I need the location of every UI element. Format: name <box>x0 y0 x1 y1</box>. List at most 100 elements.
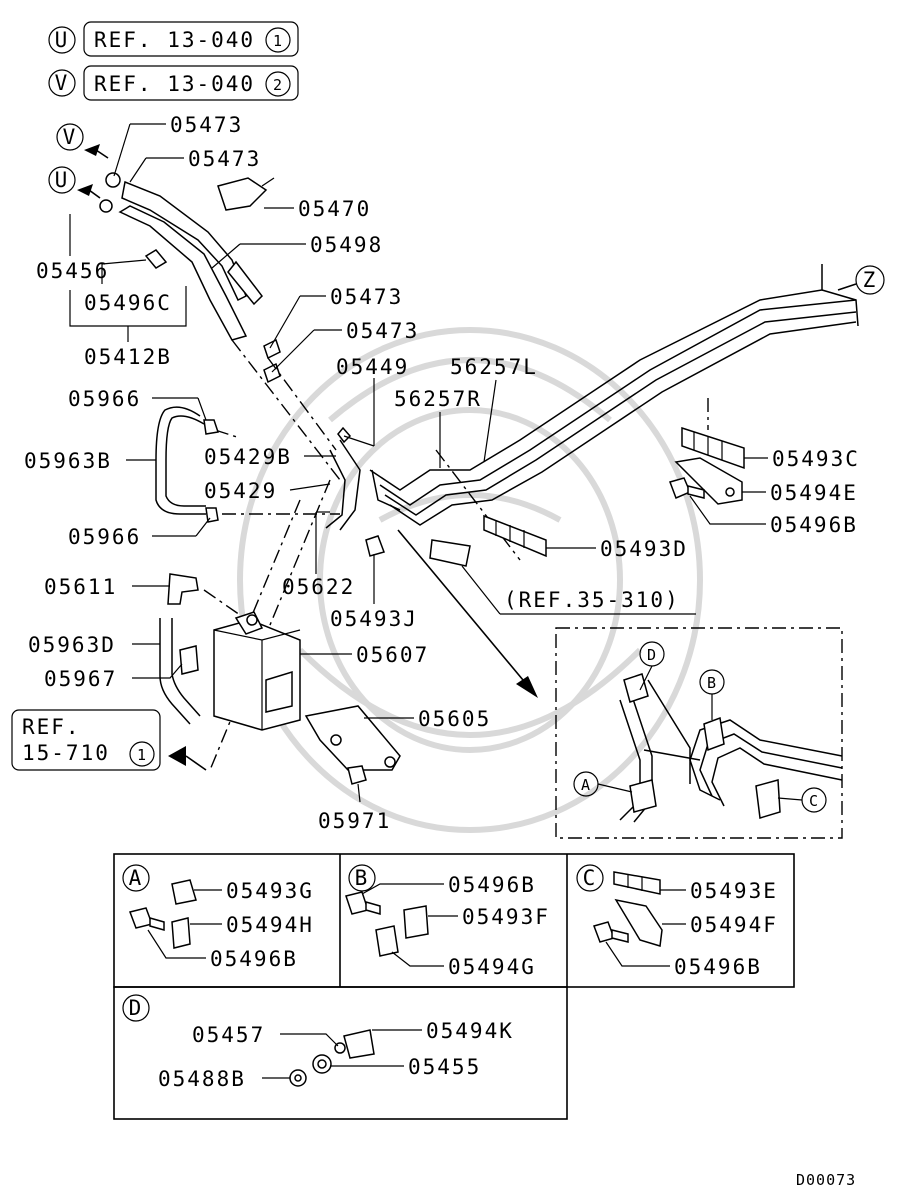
box-b-item-1: 05496B <box>448 873 536 897</box>
label-05473d: 05473 <box>346 319 419 343</box>
box-d-item-4: 05455 <box>408 1055 481 1079</box>
label-05963d: 05963D <box>28 633 116 657</box>
box-b-item-2: 05493F <box>462 905 550 929</box>
box-b-item-3: 05494G <box>448 955 536 979</box>
svg-text:D: D <box>129 996 144 1020</box>
label-05963b: 05963B <box>24 449 112 473</box>
label-05496b: 05496B <box>770 513 858 537</box>
svg-text:C: C <box>583 866 598 890</box>
detail-arrow <box>397 529 538 698</box>
marker-v: V <box>55 71 70 95</box>
label-05493c: 05493C <box>772 447 860 471</box>
bolt-05971 <box>347 765 367 785</box>
ref-v-sub: 2 <box>273 76 283 94</box>
label-05966b: 05966 <box>68 525 141 549</box>
label-05494e: 05494E <box>770 481 858 505</box>
detail-box-a: A 05493G 05494H 05496B <box>122 864 314 971</box>
arrow-marker-v: V <box>56 123 109 159</box>
box-c-item-3: 05496B <box>674 955 762 979</box>
box-a-item-2: 05494H <box>226 913 314 937</box>
ref-v-sub-circle <box>265 71 291 97</box>
callout-d: D <box>647 646 657 664</box>
detail-boxes-frame <box>113 853 795 1120</box>
ref-u[interactable]: U REF. 13-040 1 <box>48 21 299 57</box>
box-c-item-1: 05493E <box>690 879 778 903</box>
ref-15-710-box <box>11 709 161 771</box>
box-d-item-3: 05488B <box>158 1067 246 1091</box>
label-05971: 05971 <box>318 809 391 833</box>
ref-v[interactable]: V REF. 13-040 2 <box>48 65 299 101</box>
label-05470: 05470 <box>298 197 371 221</box>
clip-05493d <box>483 514 547 558</box>
ref-u-box <box>83 21 299 57</box>
clip-05493j <box>365 535 385 557</box>
ref-u-sub-circle <box>265 27 291 53</box>
label-05966a: 05966 <box>68 387 141 411</box>
callout-b: B <box>707 674 717 692</box>
part-labels: 05473 05473 05470 05498 05456 05496C 054… <box>24 113 860 833</box>
centre-lines <box>203 339 709 771</box>
ref-15-710-arrow <box>168 746 207 771</box>
callout-c: C <box>809 792 819 810</box>
label-05493d: 05493D <box>600 537 688 561</box>
clip-05493c <box>681 426 745 470</box>
ref-35-310[interactable]: (REF.35-310) <box>461 565 696 615</box>
detail-inset: D B A C <box>555 627 843 839</box>
svg-text:Z: Z <box>863 268 878 292</box>
box-d-item-2: 05494K <box>426 1019 514 1043</box>
label-05412b: 05412B <box>84 345 172 369</box>
clip-05967 <box>179 645 199 675</box>
ref-15-710-sub-circle <box>129 741 155 767</box>
diagram-code: D00073 <box>796 1171 856 1187</box>
svg-text:A: A <box>129 866 144 890</box>
label-05473c: 05473 <box>330 285 403 309</box>
svg-text:V: V <box>63 125 78 149</box>
arrow-marker-u: U <box>48 166 101 199</box>
ref-15-710-line1: REF. <box>22 715 81 739</box>
bracket-35-310 <box>429 539 471 567</box>
ref-u-label: REF. 13-040 <box>94 28 255 52</box>
label-05967: 05967 <box>44 667 117 691</box>
detail-box-b: B 05496B 05493F 05494G <box>345 864 550 979</box>
marker-u: U <box>55 28 70 52</box>
filler-pipe-assembly <box>99 172 281 384</box>
bracket-05605 <box>304 705 401 771</box>
label-05605: 05605 <box>418 707 491 731</box>
detail-box-d: D 05457 05494K 05488B 05455 <box>122 994 514 1091</box>
ref-15-710-line2: 15-710 <box>22 741 110 765</box>
arrow-marker-z: Z <box>837 265 885 295</box>
label-05498: 05498 <box>310 233 383 257</box>
ref-35-310-leader <box>461 565 501 615</box>
marker-v-circle <box>48 69 76 97</box>
ref-v-box <box>83 65 299 101</box>
ref-35-310-label: (REF.35-310) <box>504 588 680 612</box>
label-05429b: 05429B <box>204 445 292 469</box>
marker-u-circle <box>48 26 76 54</box>
hose-05963d <box>159 618 201 725</box>
box-a-item-1: 05493G <box>226 879 314 903</box>
svg-text:B: B <box>355 866 370 890</box>
canister-05607 <box>213 611 301 731</box>
bolt-05496b <box>669 477 705 499</box>
label-05473b: 05473 <box>188 147 261 171</box>
label-05473a: 05473 <box>170 113 243 137</box>
bracket-05494e <box>674 457 743 505</box>
main-fuel-lines <box>325 264 859 531</box>
detail-box-c: C 05493E 05494F 05496B <box>576 864 778 979</box>
ref-u-sub: 1 <box>273 32 283 50</box>
label-05611: 05611 <box>44 575 117 599</box>
box-d-item-1: 05457 <box>192 1023 265 1047</box>
ref-v-label: REF. 13-040 <box>94 72 255 96</box>
label-05622: 05622 <box>282 575 355 599</box>
label-05496c: 05496C <box>84 291 172 315</box>
label-05493j: 05493J <box>330 607 418 631</box>
callout-a: A <box>581 776 591 794</box>
label-05449: 05449 <box>336 355 409 379</box>
label-05429: 05429 <box>204 479 277 503</box>
ref-15-710-sub: 1 <box>137 746 147 764</box>
elbow-05611 <box>167 573 199 605</box>
label-56257l: 56257L <box>450 355 538 379</box>
box-c-item-2: 05494F <box>690 913 778 937</box>
ref-15-710[interactable]: REF. 15-710 1 <box>11 709 161 771</box>
